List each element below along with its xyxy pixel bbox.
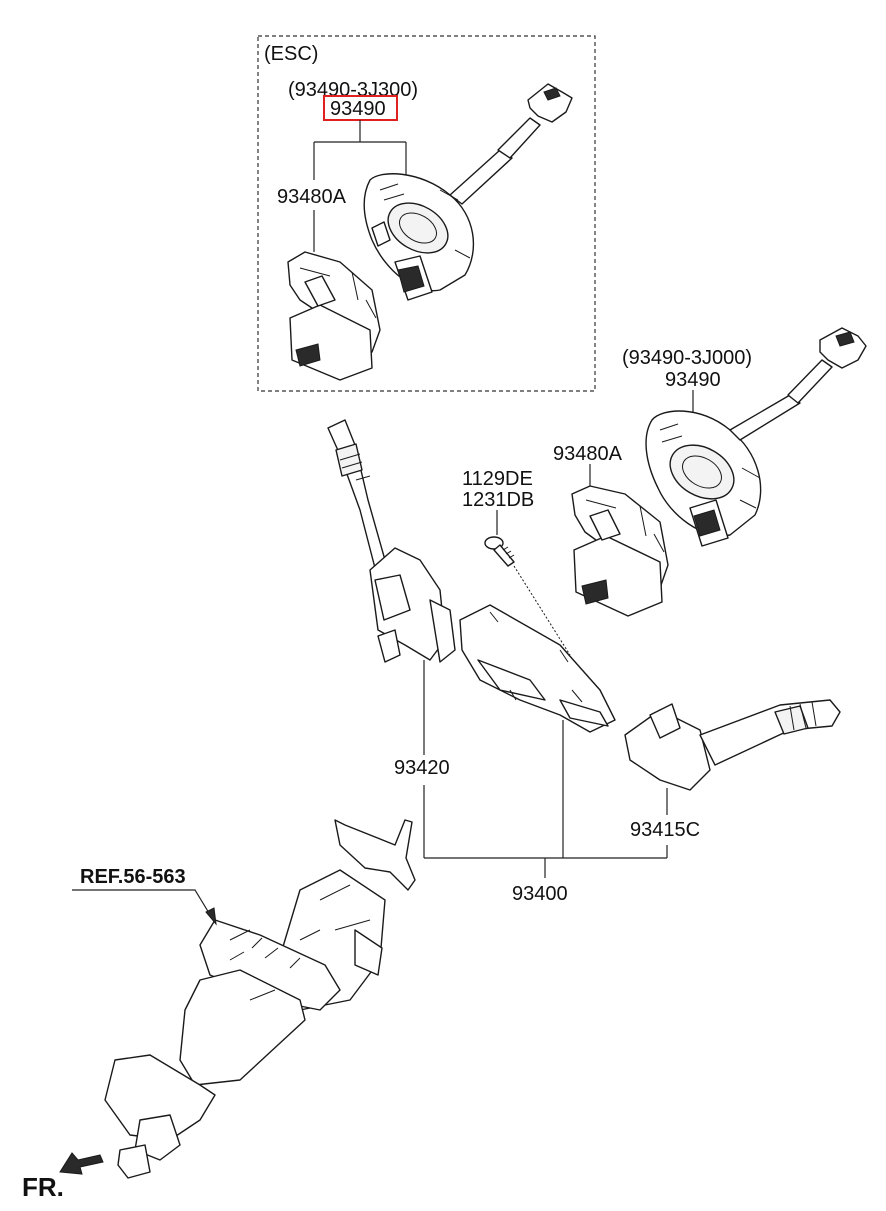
front-arrow-icon <box>59 1152 104 1175</box>
esc-part-leader <box>313 120 407 252</box>
left-switch <box>327 419 456 663</box>
front-marker-label: FR. <box>22 1172 64 1202</box>
right-alt-part-label[interactable]: (93490-3J000) <box>622 347 752 369</box>
esc-clock-spring <box>363 83 573 301</box>
esc-group-label: (ESC) <box>264 43 318 65</box>
right-switch <box>624 699 841 791</box>
right-sub-part-label[interactable]: 93480A <box>553 443 623 465</box>
reference-leader <box>72 889 213 919</box>
assembly-bracket <box>424 857 667 878</box>
left-switch-part-label[interactable]: 93420 <box>394 757 450 779</box>
right-sensor-module <box>571 485 669 617</box>
esc-sensor-module <box>287 251 381 381</box>
reference-label[interactable]: REF.56-563 <box>80 866 186 888</box>
screw-part-label-a[interactable]: 1129DE <box>462 468 533 490</box>
center-body <box>459 604 616 733</box>
steering-column <box>104 819 416 1179</box>
right-clock-spring <box>645 327 867 547</box>
screw-part-label-b[interactable]: 1231DB <box>462 489 534 511</box>
right-switch-part-label[interactable]: 93415C <box>630 819 700 841</box>
esc-sub-part-label[interactable]: 93480A <box>277 186 347 208</box>
reference-arrowhead <box>205 907 217 926</box>
right-part-label[interactable]: 93490 <box>665 369 721 391</box>
assembly-part-label[interactable]: 93400 <box>512 883 568 905</box>
esc-group-box <box>257 35 596 392</box>
screw-axis-line <box>513 565 571 656</box>
esc-part-label[interactable]: 93490 <box>330 98 386 120</box>
screw <box>484 536 515 567</box>
